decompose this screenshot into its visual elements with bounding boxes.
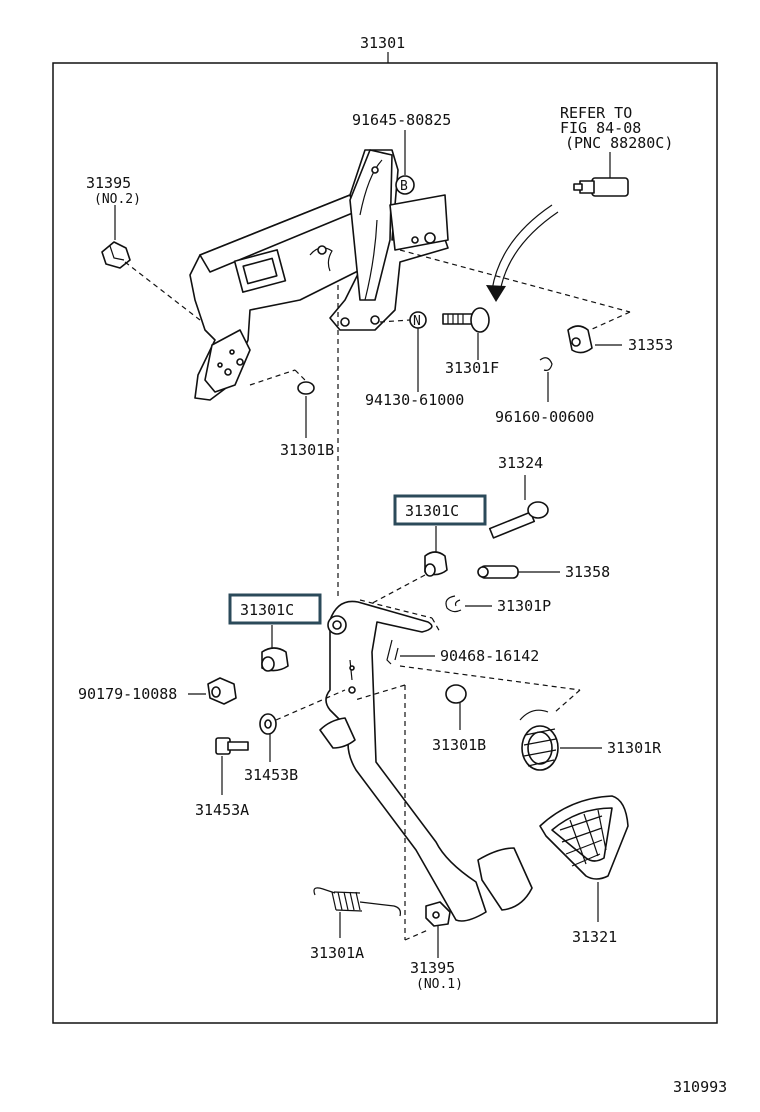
bolt-31453A [215,737,249,755]
label-31301A: 31301A [310,944,364,962]
label-31358: 31358 [565,563,610,581]
label-31321: 31321 [572,928,617,946]
clip-31395-no1 [425,901,451,927]
highlight-31301C-lower [228,593,322,625]
brake-pedal-lever [319,600,533,922]
label-96160-00600: 96160-00600 [495,408,594,426]
label-94130-61000: 94130-61000 [365,391,464,409]
label-31353: 31353 [628,336,673,354]
bolt-31301F [442,307,490,333]
label-31395-bot: 31395 [410,959,455,977]
clip-31395-no2 [101,241,131,269]
assembly-number: 31301 [360,34,405,52]
marker-b: B [400,179,408,194]
label-31301C-upper: 31301C [405,502,459,520]
assembly-frame [52,62,718,1024]
label-31301C-lower: 31301C [240,601,294,619]
cushion-31301B-mid [445,684,467,704]
label-31324: 31324 [498,454,543,472]
install-arrow [491,204,553,291]
label-31301P: 31301P [497,597,551,615]
nut-90179-10088 [207,677,237,705]
pin-31358 [477,565,519,579]
spring-31301A [313,887,401,917]
refer-line-1: REFER TO [560,104,632,122]
bushing-31453B [259,713,277,735]
bushing-31301C-upper [424,551,448,577]
label-31301R: 31301R [607,739,662,757]
label-31453B: 31453B [244,766,298,784]
spring-31301R [519,709,559,771]
label-90179-10088: 90179-10088 [78,685,177,703]
label-31395-top-note: (NO.2) [94,192,141,207]
label-31301B-mid: 31301B [432,736,486,754]
marker-n: N [413,314,421,329]
label-31395-bot-note: (NO.1) [416,977,463,992]
label-90468-16142: 90468-16142 [440,647,539,665]
label-91645-80825: 91645-80825 [352,111,451,129]
label-31453A: 31453A [195,801,249,819]
highlight-31301C-upper [393,494,487,526]
refer-line-3: (PNC 88280C) [565,134,673,152]
bushing-31353 [567,325,593,354]
label-31301B-top: 31301B [280,441,334,459]
bolt-31324 [488,501,549,539]
pedal-bracket [189,149,449,401]
stop-lamp-switch [573,177,629,197]
label-31395-top: 31395 [86,174,131,192]
cushion-31301B-top [297,381,315,395]
figure-code: 310993 [673,1078,727,1096]
label-31301F: 31301F [445,359,499,377]
pedal-pad-31321 [539,795,629,880]
refer-line-2: FIG 84-08 [560,119,641,137]
bushing-31301C-lower [261,647,289,672]
